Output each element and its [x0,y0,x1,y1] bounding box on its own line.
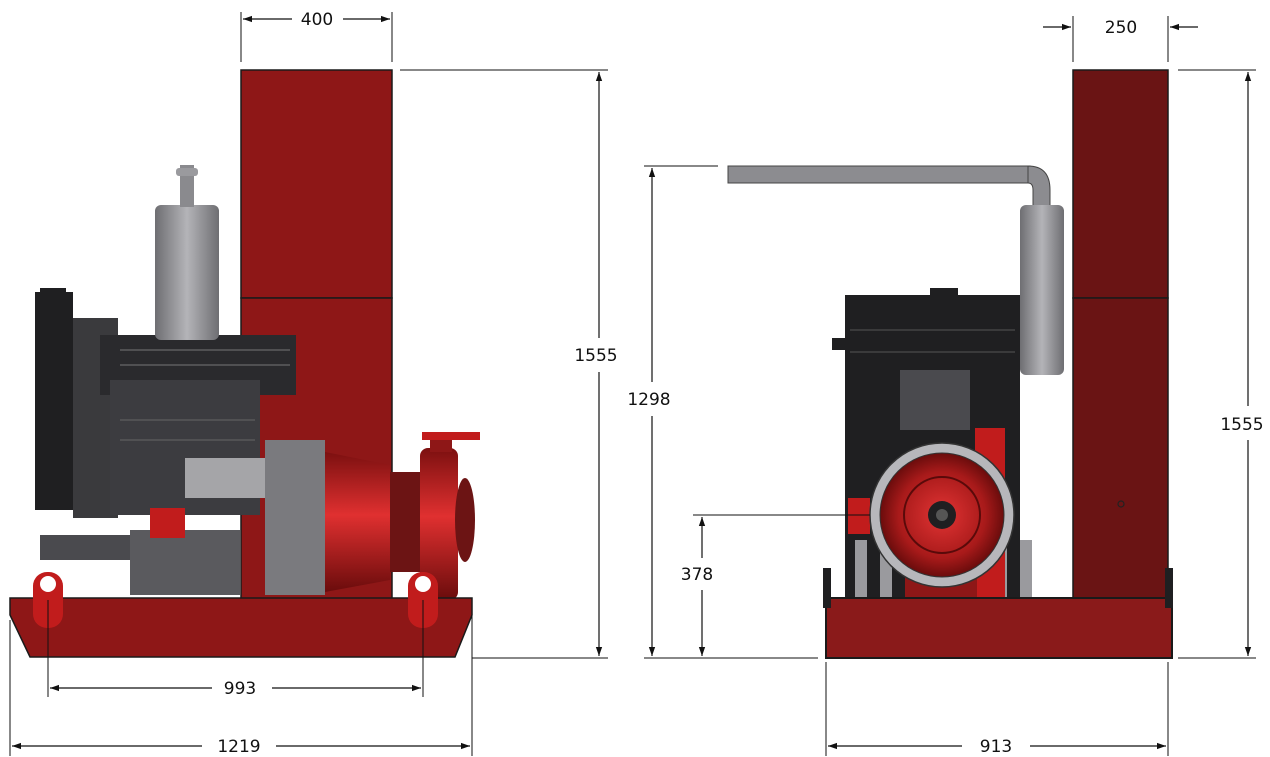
dimension-side-overall-width: 913 [825,662,1169,757]
dimension-side-cabinet-depth: 250 [1043,16,1198,62]
exhaust-muffler-front [155,165,219,340]
dimension-label: 993 [224,679,256,699]
dimension-label: 400 [301,10,333,30]
front-view [9,69,480,658]
dimension-front-overall-length: 1219 [9,615,473,757]
dimension-front-foot-spacing: 993 [47,600,424,699]
base-frame-front [9,572,473,658]
exhaust-pipe-side [727,165,1064,375]
fire-pump-side [869,428,1015,603]
dimension-side-total-height: 1555 [1178,69,1264,659]
dimension-label: 913 [980,737,1012,757]
dimension-label: 1219 [217,737,260,757]
dimension-front-cabinet-width: 400 [240,10,393,62]
side-view [727,69,1173,659]
control-cabinet-side [1072,69,1169,599]
dimension-side-exhaust-height: 1298 [627,165,818,659]
dimension-side-shaft-height: 378 [681,514,870,656]
dimension-label: 1555 [1220,415,1263,435]
dimension-front-total-height: 1555 [400,69,618,659]
dimension-label: 378 [681,565,713,585]
fire-pump-front [265,432,480,600]
base-frame-side [823,568,1173,659]
dimension-label: 1555 [574,346,617,366]
dimension-label: 1298 [627,390,670,410]
dimension-label: 250 [1105,18,1137,38]
diesel-engine-front [35,288,296,595]
